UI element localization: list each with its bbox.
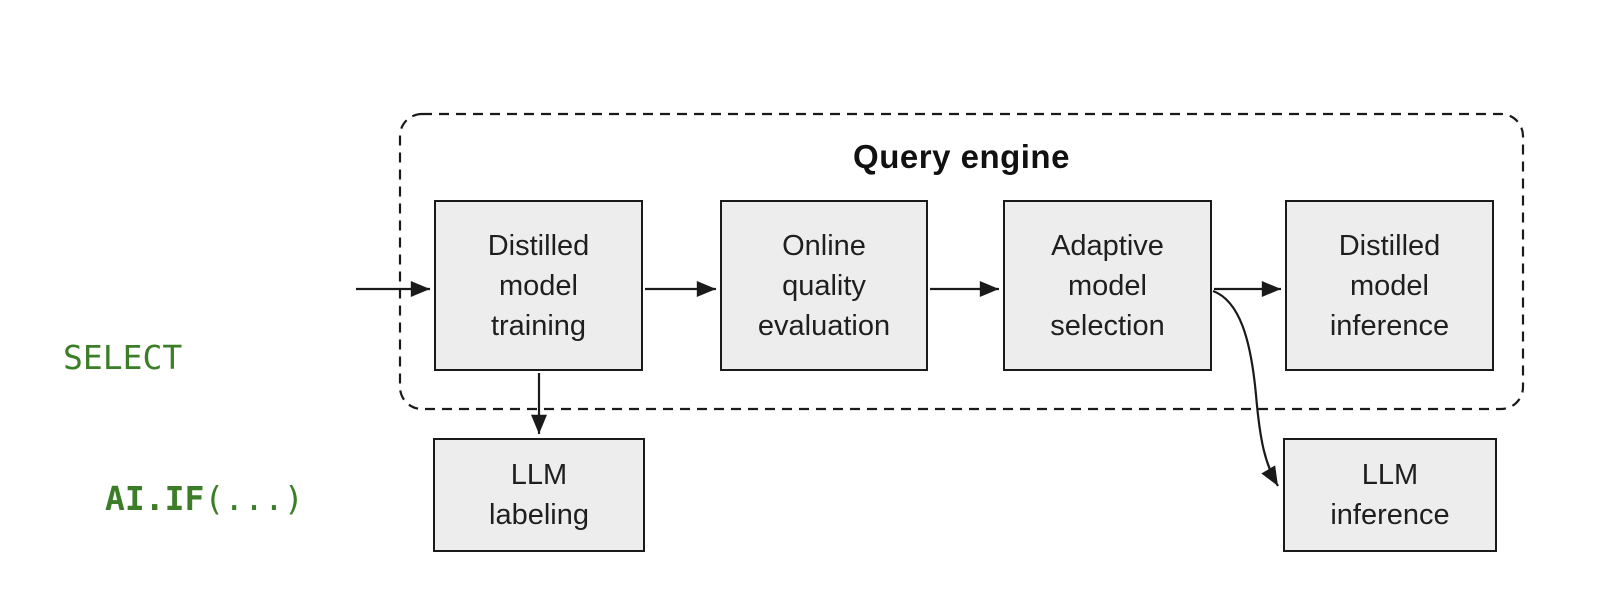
node-distilled-model-inference: Distilled model inference: [1285, 200, 1494, 371]
sql-function-name: AI.IF: [105, 479, 205, 518]
sql-function-args: (...): [204, 479, 304, 518]
node-llm-inference: LLM inference: [1283, 438, 1497, 552]
query-engine-boundary: [398, 112, 1525, 411]
node-adaptive-model-selection: Adaptive model selection: [1003, 200, 1212, 371]
sql-function-call: AI.IF(...): [63, 475, 304, 522]
query-engine-title: Query engine: [853, 138, 1070, 175]
arrow-selection-to-llm-inference: [1212, 289, 1279, 487]
sql-keyword: SELECT: [63, 338, 183, 377]
sql-query-snippet: SELECT AI.IF(...): [63, 240, 304, 612]
node-online-quality-evaluation: Online quality evaluation: [720, 200, 928, 371]
node-llm-labeling: LLM labeling: [433, 438, 645, 552]
node-distilled-model-training: Distilled model training: [434, 200, 643, 371]
